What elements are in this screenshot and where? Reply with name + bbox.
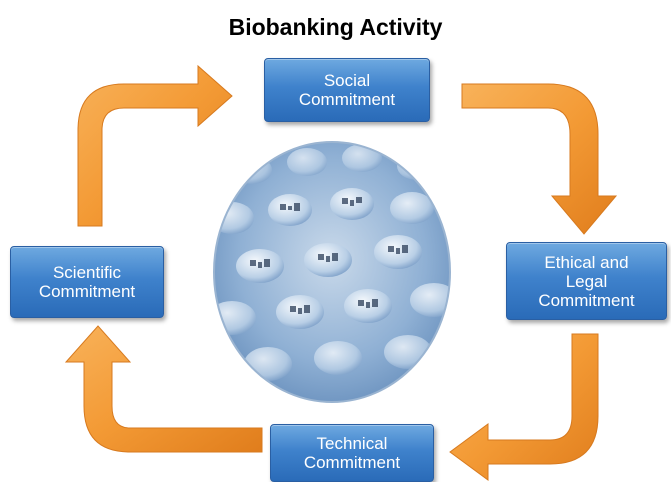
barcode-marks [250, 197, 408, 314]
arrow-social-to-ethical [461, 83, 618, 235]
diagram-title: Biobanking Activity [228, 14, 443, 40]
sample-tubes-photo [213, 141, 451, 403]
arrow-scientific-to-social [77, 64, 233, 227]
arrow-technical-to-scientific [64, 325, 263, 453]
technical-commitment-box: Technical Commitment [270, 424, 434, 482]
arrow-ethical-to-technical [449, 333, 599, 481]
scientific-commitment-box: Scientific Commitment [10, 246, 164, 318]
ethical-legal-commitment-box: Ethical and Legal Commitment [506, 242, 667, 320]
social-commitment-box: Social Commitment [264, 58, 430, 122]
